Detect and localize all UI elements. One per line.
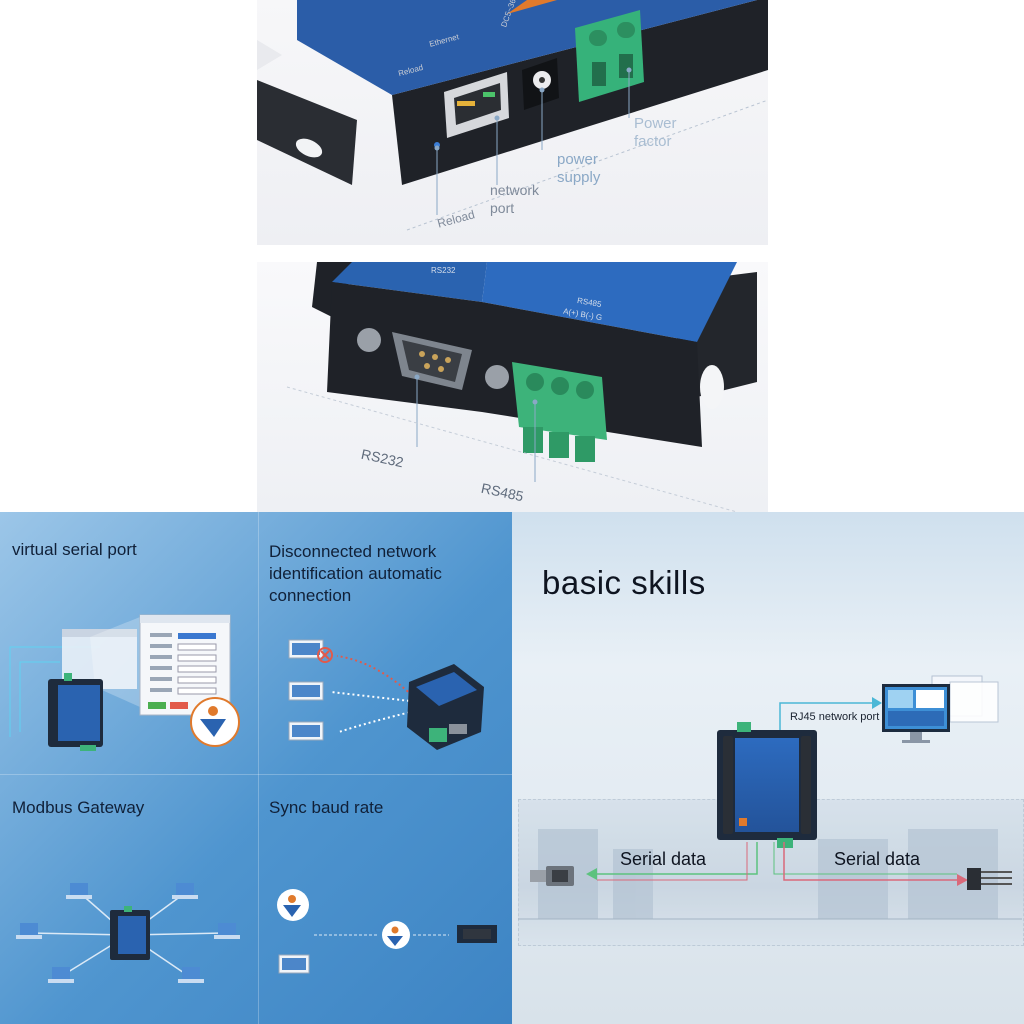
modbus-illustration [16,883,240,983]
feature-auto-reconnect: Disconnected network identification auto… [259,512,512,774]
serial-data-arrows [530,842,1012,890]
device-front-illustration [257,0,768,231]
power-supply-label: power supply [557,151,601,186]
virtual-serial-illustration [9,614,240,751]
feature-sync-baud-rate: Sync baud rate [259,775,512,1024]
basic-skills-panel: basic skills RJ45 network port [512,512,1024,1024]
network-port-label: network port [490,182,540,216]
device-terminal-top [737,722,751,732]
feature-title: Sync baud rate [269,798,384,817]
grid-divider-v [258,512,259,1024]
device-back-photo: RS232 RS485 A(+) B(-) G RS232 RS485 [257,262,768,512]
feature-title: Disconnected network identification auto… [269,542,442,605]
device-front-photo: Reload Ethernet DC5~36V Reload network p… [257,0,768,245]
rj45-connector-line [779,697,882,742]
feature-title: virtual serial port [12,540,137,559]
device-terminal-bottom [777,838,793,848]
serial-data-right-label: Serial data [834,849,921,869]
basic-skills-title: basic skills [542,564,706,601]
features-grid: virtual serial port [0,512,512,1024]
device-back-illustration [286,262,757,512]
device-rs232-print: RS232 [431,266,456,275]
device-front-panel [735,738,799,832]
rj45-label: RJ45 network port [790,711,880,723]
baud-illustration [277,889,497,974]
feature-title: Modbus Gateway [12,798,145,817]
serial-device [717,730,817,840]
power-factor-label: Power factor [634,115,677,150]
feature-virtual-serial-port: virtual serial port [0,512,258,774]
feature-modbus-gateway: Modbus Gateway [0,775,258,1024]
serial-data-left-label: Serial data [620,849,707,869]
grid-divider-h [0,774,512,775]
reconnect-illustration [288,639,484,750]
monitor-icon [882,675,999,743]
